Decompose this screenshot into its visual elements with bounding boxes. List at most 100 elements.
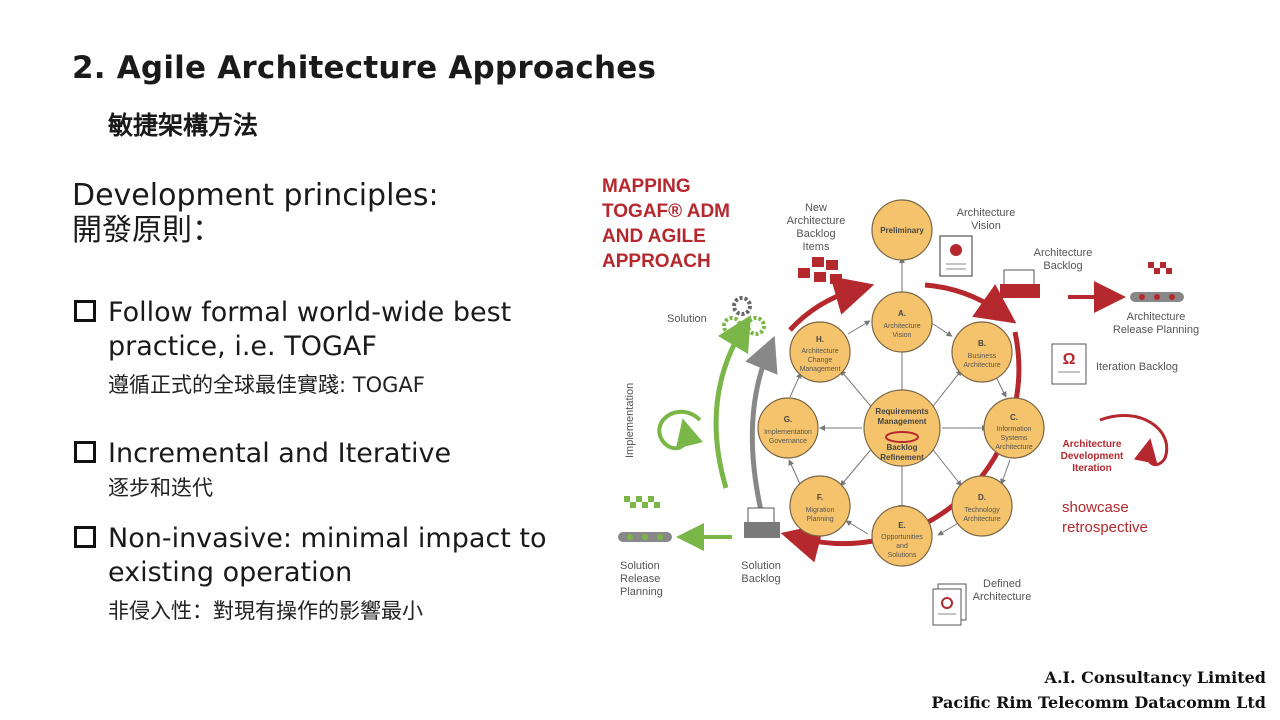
bullet-line: practice, i.e. TOGAF	[108, 331, 377, 362]
release-planning-label: Release Planning	[1113, 324, 1199, 336]
bullet-line: Non-invasive: minimal impact to	[108, 523, 547, 554]
defined-arch-label: Defined	[983, 578, 1021, 590]
solution-backlog-tray-icon	[744, 507, 780, 538]
cycle-arc	[788, 276, 875, 332]
node-g-implementation-governance: G. Implementation Governance	[757, 397, 819, 459]
iteration-backlog-label: Iteration Backlog	[1096, 361, 1178, 373]
svg-text:Systems: Systems	[1001, 435, 1028, 442]
slide-subtitle: 敏捷架構方法	[108, 111, 259, 140]
svg-text:Ω: Ω	[1063, 351, 1076, 368]
svg-text:H.: H.	[816, 335, 824, 344]
diagram-title-line: TOGAF® ADM	[602, 201, 730, 222]
bullet-line: existing operation	[108, 557, 353, 588]
svg-text:Architecture: Architecture	[963, 362, 1000, 369]
bullet-zh: 遵循正式的全球最佳實踐: TOGAF	[108, 373, 425, 397]
svg-text:Change: Change	[808, 357, 833, 364]
svg-text:D.: D.	[978, 493, 986, 502]
solution-release-label: Solution	[620, 560, 660, 572]
refinement-loop-icon	[885, 431, 919, 443]
dev-iteration-label: Architecture	[1063, 439, 1122, 450]
svg-text:Technology: Technology	[964, 507, 1000, 514]
svg-text:Business: Business	[968, 353, 997, 360]
arch-backlog-label: Backlog	[1043, 260, 1082, 272]
bullet-line: Follow formal world-wide best	[108, 297, 512, 328]
defined-arch-label: Architecture	[973, 591, 1032, 603]
node-a-architecture-vision: A. Architecture Vision	[871, 291, 933, 353]
solution-release-label: Release	[620, 573, 660, 585]
togaf-agile-diagram: MAPPING TOGAF® ADM AND AGILE APPROACH	[602, 176, 1199, 626]
implementation-label: Implementation	[624, 383, 636, 458]
svg-text:Architecture: Architecture	[963, 516, 1000, 523]
svg-text:Requirements: Requirements	[875, 407, 929, 416]
solution-backlog-label: Solution	[741, 560, 781, 572]
svg-text:Vision: Vision	[893, 332, 912, 339]
section-heading: Development principles: 開發原則：	[72, 178, 439, 248]
diagram-title-line: APPROACH	[602, 251, 711, 272]
iteration-loop	[1099, 414, 1169, 467]
cycle-arc	[924, 282, 1017, 324]
arch-vision-label: Vision	[971, 220, 1001, 232]
arch-backlog-label: Architecture	[1034, 247, 1093, 259]
svg-text:A.: A.	[898, 309, 906, 318]
svg-text:Architecture: Architecture	[801, 348, 838, 355]
node-h-change-management: H. Architecture Change Management	[789, 321, 851, 383]
bullet-line: Incremental and Iterative	[108, 438, 452, 469]
svg-text:Governance: Governance	[769, 438, 807, 445]
svg-text:Planning: Planning	[806, 516, 833, 523]
section-heading-zh: 開發原則：	[72, 213, 222, 248]
svg-text:New: New	[805, 202, 827, 214]
svg-text:Solutions: Solutions	[888, 552, 917, 559]
checkbox-icon	[74, 441, 96, 463]
implementation-arc	[713, 314, 751, 489]
release-planning-label: Architecture	[1127, 311, 1186, 323]
solution-label: Solution	[667, 313, 707, 325]
svg-text:Information: Information	[996, 426, 1031, 433]
solution-conveyor-icon	[618, 496, 672, 542]
svg-text:Backlog: Backlog	[886, 443, 917, 452]
solution-arc	[745, 335, 778, 516]
footer-company: A.I. Consultancy Limited	[1044, 668, 1266, 687]
svg-text:Implementation: Implementation	[764, 429, 812, 436]
node-b-business-architecture: B. Business Architecture	[951, 321, 1013, 383]
bullet-zh: 非侵入性：對現有操作的影響最小	[108, 599, 423, 623]
ring-arrows	[788, 320, 1011, 536]
svg-text:Architecture: Architecture	[883, 323, 920, 330]
bullet-zh: 逐步和迭代	[108, 476, 213, 500]
slide-title: 2. Agile Architecture Approaches	[72, 50, 657, 86]
node-d-technology-architecture: D. Technology Architecture	[951, 475, 1013, 537]
svg-text:Items: Items	[803, 241, 830, 253]
defined-arch-doc-icon	[932, 583, 967, 626]
retrospective-label: retrospective	[1062, 519, 1148, 536]
arch-vision-label: Architecture	[957, 207, 1016, 219]
svg-text:Management: Management	[800, 366, 841, 373]
gears-icon	[722, 296, 766, 336]
svg-text:E.: E.	[898, 521, 906, 530]
svg-text:G.: G.	[784, 415, 792, 424]
svg-text:B.: B.	[978, 339, 986, 348]
svg-text:Management: Management	[878, 417, 927, 426]
diagram-title-line: MAPPING	[602, 176, 691, 197]
checkbox-icon	[74, 526, 96, 548]
swirl-arrow	[657, 409, 703, 451]
lightbulb-document-icon	[939, 235, 973, 277]
dev-iteration-label: Development	[1061, 451, 1124, 462]
node-f-migration-planning: F. Migration Planning	[789, 475, 851, 537]
new-backlog-label: New Architecture Backlog Items	[787, 202, 846, 253]
solution-backlog-label: Backlog	[741, 573, 780, 585]
release-conveyor-icon	[1130, 262, 1184, 302]
svg-text:and: and	[896, 543, 908, 550]
bullet-text: Incremental and Iterative	[108, 437, 451, 471]
svg-text:Architecture: Architecture	[995, 444, 1032, 451]
backlog-tray-icon	[1000, 269, 1040, 298]
spokes	[819, 257, 988, 511]
backlog-blocks-icon	[798, 257, 842, 284]
svg-text:Preliminary: Preliminary	[880, 226, 924, 235]
svg-text:Architecture: Architecture	[787, 215, 846, 227]
iteration-doc-icon: Ω	[1051, 343, 1087, 385]
bullet-text: Non-invasive: minimal impact to existing…	[108, 522, 547, 590]
svg-text:C.: C.	[1010, 413, 1018, 422]
bullet-text: Follow formal world-wide best practice, …	[108, 296, 511, 364]
svg-text:Backlog: Backlog	[796, 228, 835, 240]
diagram-title-line: AND AGILE	[602, 226, 706, 247]
section-heading-en: Development principles:	[72, 178, 439, 213]
